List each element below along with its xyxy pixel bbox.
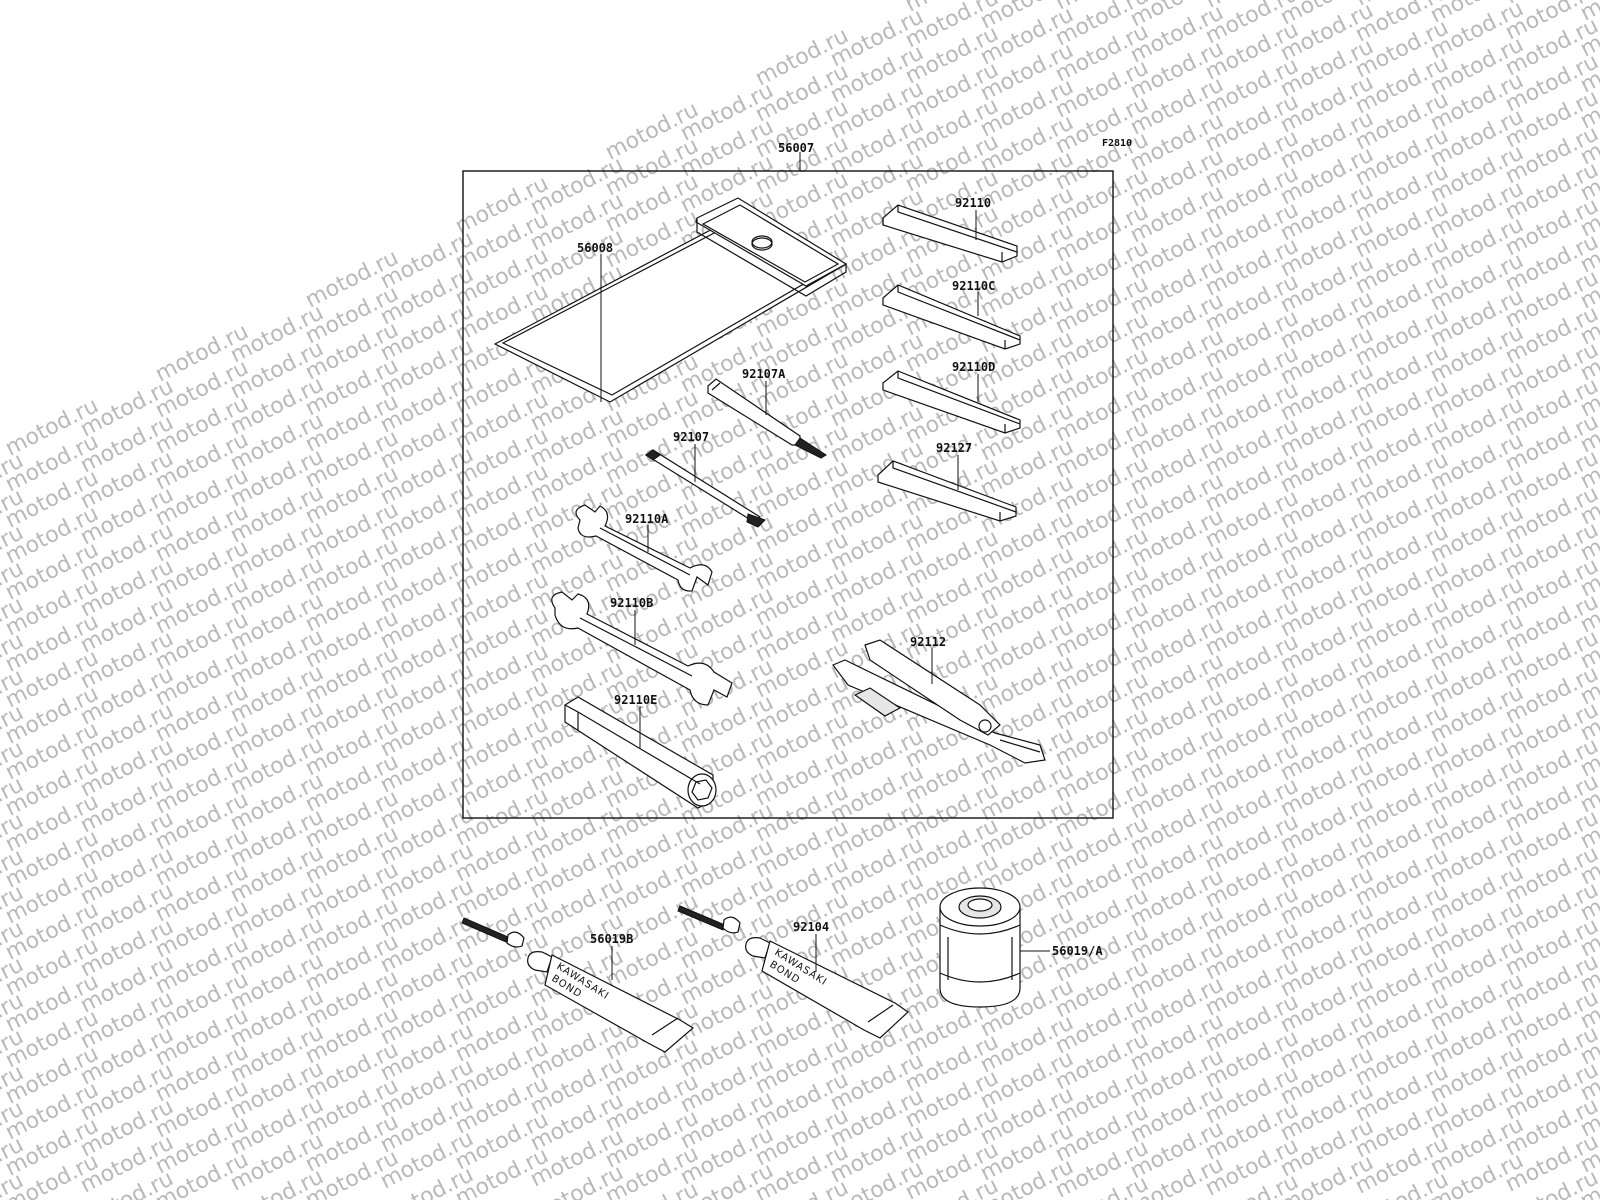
wrench-92110a-drawing — [575, 504, 713, 592]
part-label-92110[interactable]: 92110 — [955, 196, 991, 210]
part-label-56007[interactable]: 56007 — [778, 141, 814, 155]
part-label-56008[interactable]: 56008 — [577, 241, 613, 255]
tube-56019b-drawing: KAWASAKI BOND — [461, 917, 695, 1053]
part-label-92110c[interactable]: 92110C — [952, 279, 995, 293]
hex-key-92110-drawing — [882, 204, 1018, 263]
part-label-92110a[interactable]: 92110A — [625, 512, 669, 526]
part-label-92110e[interactable]: 92110E — [614, 693, 657, 707]
part-label-92110b[interactable]: 92110B — [610, 596, 653, 610]
part-label-56019a[interactable]: 56019/A — [1052, 944, 1103, 958]
part-label-92107a[interactable]: 92107A — [742, 367, 786, 381]
screwdriver-92107-drawing — [644, 449, 766, 528]
tool-kit-frame — [462, 170, 1114, 819]
hex-key-92127-drawing — [877, 460, 1017, 522]
wrench-92110b-drawing — [551, 591, 733, 706]
part-label-92127[interactable]: 92127 — [936, 441, 972, 455]
part-label-92104[interactable]: 92104 — [793, 920, 829, 934]
hex-key-92110d-drawing — [882, 370, 1021, 434]
part-label-92107[interactable]: 92107 — [673, 430, 709, 444]
box-wrench-92110e-drawing — [564, 696, 717, 809]
screwdriver-bit-92107a-drawing — [707, 378, 827, 459]
part-label-92110d[interactable]: 92110D — [952, 360, 995, 374]
hex-key-92110c-drawing — [882, 284, 1021, 350]
part-label-92112[interactable]: 92112 — [910, 635, 946, 649]
can-56019a-drawing — [939, 887, 1021, 1008]
part-label-56019b[interactable]: 56019B — [590, 932, 633, 946]
tool-pouch-drawing — [493, 197, 848, 403]
figure-code: F2810 — [1102, 138, 1132, 149]
pliers-92112-drawing — [832, 639, 1046, 764]
